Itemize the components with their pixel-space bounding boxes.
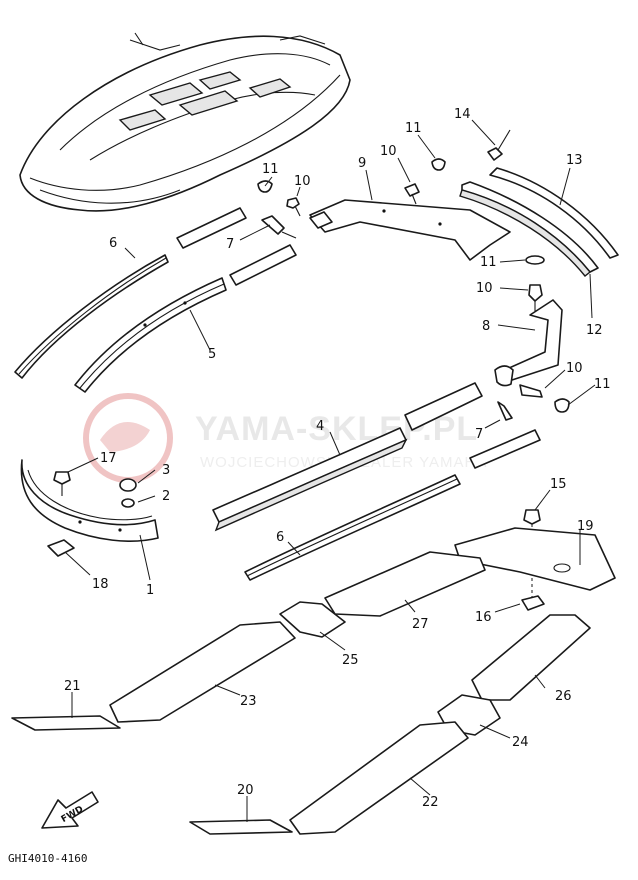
diagram-code: GHI4010-4160	[8, 852, 87, 865]
mat-22	[289, 721, 469, 835]
callout-8: 8	[482, 319, 490, 334]
far-right-fasteners	[519, 384, 570, 413]
callout-labels: 6 5 7 11 10 9 10 11 14 13 11 10 8 12 10 …	[64, 107, 611, 810]
callout-7: 7	[475, 427, 483, 442]
small-parts-17-3-2-18	[47, 471, 137, 557]
callout-27: 27	[412, 617, 429, 632]
callout-17: 17	[100, 451, 117, 466]
callout-3: 3	[162, 463, 170, 478]
callout-11: 11	[480, 255, 497, 270]
mat-23	[109, 621, 296, 723]
part-9-bracket	[309, 199, 511, 261]
callout-15: 15	[550, 477, 567, 492]
callout-6: 6	[276, 530, 284, 545]
callout-26: 26	[555, 689, 572, 704]
bracket-fasteners	[404, 129, 511, 205]
watercraft-hull	[19, 32, 351, 212]
upper-fasteners	[257, 180, 301, 239]
callout-16: 16	[475, 610, 492, 625]
callout-13: 13	[566, 153, 583, 168]
part-6-upper-strip	[14, 254, 169, 379]
callout-25: 25	[342, 653, 359, 668]
callout-10: 10	[476, 281, 493, 296]
callout-18: 18	[92, 577, 109, 592]
callout-2: 2	[162, 489, 170, 504]
callout-12: 12	[586, 323, 603, 338]
callout-14: 14	[454, 107, 471, 122]
callout-20: 20	[237, 783, 254, 798]
part-4-rail	[212, 427, 408, 532]
callout-4: 4	[316, 419, 324, 434]
mat-26	[471, 614, 591, 701]
mat-20	[189, 819, 293, 835]
callout-7: 7	[226, 237, 234, 252]
callout-1: 1	[146, 583, 154, 598]
mat-25	[279, 601, 346, 638]
callout-9: 9	[358, 156, 366, 171]
part-5-side-rail	[74, 277, 227, 393]
callout-10: 10	[566, 361, 583, 376]
fwd-arrow-icon: FWD	[41, 791, 99, 829]
part-1-bow-rail	[20, 459, 159, 542]
callout-11: 11	[262, 162, 279, 177]
part-7-upper-blocks	[176, 207, 297, 286]
part-12-13-strips	[459, 167, 619, 277]
callout-10: 10	[294, 174, 311, 189]
watermark: YAMA-SKLEP.PL WOJCIECHOWSKI DEALER YAMAH…	[83, 393, 486, 483]
callout-10: 10	[380, 144, 397, 159]
callout-22: 22	[422, 795, 439, 810]
callout-23: 23	[240, 694, 257, 709]
callout-11: 11	[594, 377, 611, 392]
mat-27	[324, 551, 486, 617]
mat-21	[11, 715, 121, 731]
part-7-right-blocks	[404, 382, 541, 469]
callout-19: 19	[577, 519, 594, 534]
callout-6: 6	[109, 236, 117, 251]
right-fasteners	[525, 255, 545, 311]
part-8-bracket	[494, 299, 563, 387]
callout-5: 5	[208, 347, 216, 362]
leader-lines	[64, 119, 596, 822]
callout-11: 11	[405, 121, 422, 136]
callout-21: 21	[64, 679, 81, 694]
deck-mats	[11, 527, 616, 835]
callout-24: 24	[512, 735, 529, 750]
